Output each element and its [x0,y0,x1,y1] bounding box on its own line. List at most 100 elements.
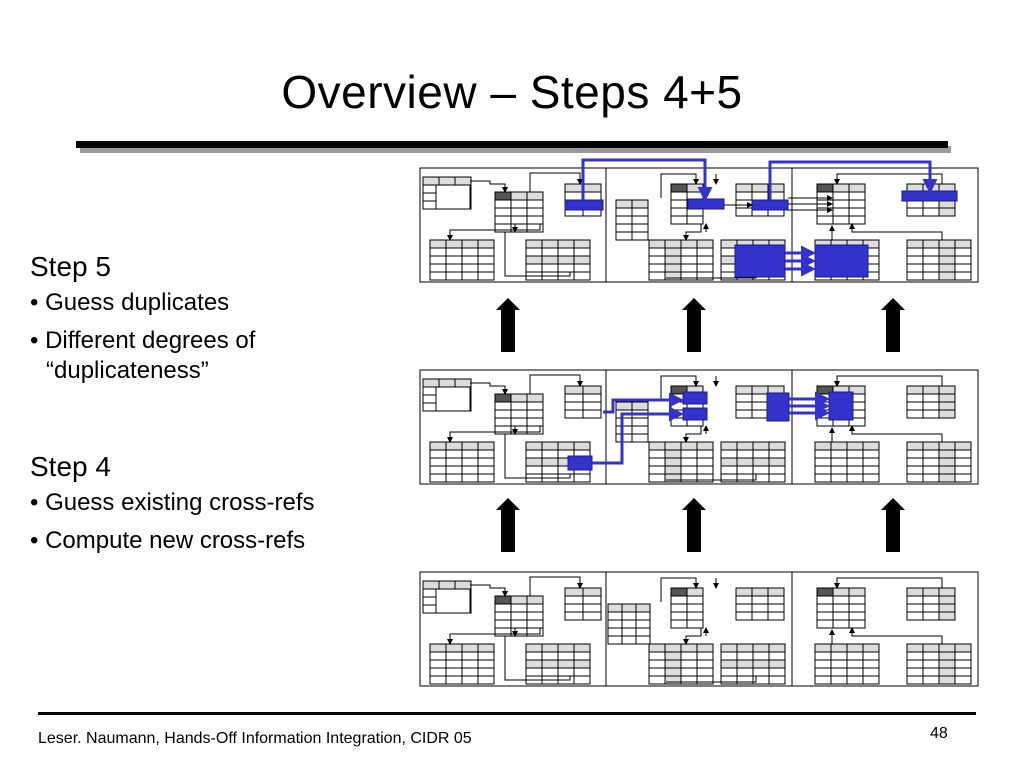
table-cell [938,255,956,265]
table-cell [510,627,528,637]
table-cell [526,223,544,233]
table-cell [429,667,447,677]
table-header-cell [526,393,544,403]
table-cell [767,611,785,621]
table-cell [832,611,850,621]
highlight-block [682,391,708,405]
table-cell [954,263,972,273]
table-cell [720,659,738,669]
table-cell [582,401,602,411]
table-cell [631,223,649,233]
schema-table [429,441,495,483]
table-cell [631,425,649,435]
table-cell [735,603,753,613]
schema-table [429,239,495,281]
table-cell [664,247,682,257]
table-header-cell [429,441,447,451]
table-cell [696,473,714,483]
table-header-cell [848,183,866,193]
table-cell [814,457,832,467]
highlight-block [567,455,593,471]
table-cell [846,449,864,459]
table-cell [830,651,848,661]
table-header-cell [564,183,584,193]
table-header-cell [510,393,528,403]
table-cell [525,247,543,257]
table-cell [752,473,770,483]
reference-line [666,676,757,683]
table-cell [696,465,714,475]
table-header-cell [954,239,972,249]
table-header-cell [429,643,447,653]
reference-line [666,474,757,481]
table-cell [429,675,447,685]
table-cell [445,457,463,467]
table-cell [664,659,682,669]
table-cell [862,465,880,475]
table-cell [494,199,512,209]
table-cell [922,393,940,403]
table-header-cell [814,441,832,451]
table-header-cell [557,441,575,451]
table-cell [429,449,447,459]
table-cell [906,449,924,459]
reference-line [504,434,571,479]
table-cell [557,247,575,257]
table-cell [816,191,834,201]
table-cell [557,659,575,669]
table-header-cell [461,441,479,451]
table-cell [906,595,924,605]
table-cell [477,651,495,661]
schema-table [816,183,866,225]
table-cell [526,215,544,225]
table-header-cell [541,239,559,249]
table-cell [938,263,956,273]
table-cell [525,465,543,475]
panel-row-2 [419,369,979,485]
table-cell [631,215,649,225]
table-cell [461,465,479,475]
table-header-cell [922,587,940,597]
table-cell [767,595,785,605]
table-cell [938,401,956,411]
table-cell [830,667,848,677]
table-cell [832,207,850,217]
table-cell [922,611,940,621]
schema-table [648,643,714,685]
schema-table [906,441,972,483]
table-cell [696,255,714,265]
table-cell [557,651,575,661]
table-cell [477,473,495,483]
table-cell [814,465,832,475]
table-cell [680,255,698,265]
table-cell [648,675,666,685]
table-cell [526,417,544,427]
table-cell [648,473,666,483]
table-cell [564,603,584,613]
table-cell [510,417,528,427]
up-arrow-icon [682,298,706,352]
table-cell [696,667,714,677]
table-cell [906,247,924,257]
table-cell [752,675,770,685]
table-cell [573,473,591,483]
table-header-cell [494,595,512,605]
table-header-cell [938,643,956,653]
reference-line [529,172,583,192]
table-cell [906,401,924,411]
schema-table [615,199,649,241]
table-cell [954,449,972,459]
table-header-cell [938,239,956,249]
table-cell [648,255,666,265]
table-header-cell [816,587,834,597]
table-cell [541,263,559,273]
table-cell [526,603,544,613]
table-cell [648,457,666,467]
reference-line [660,375,699,400]
table-header-cell [573,239,591,249]
table-header-cell [670,587,688,597]
table-cell [814,659,832,669]
table-cell [526,199,544,209]
table-header-cell [477,239,495,249]
